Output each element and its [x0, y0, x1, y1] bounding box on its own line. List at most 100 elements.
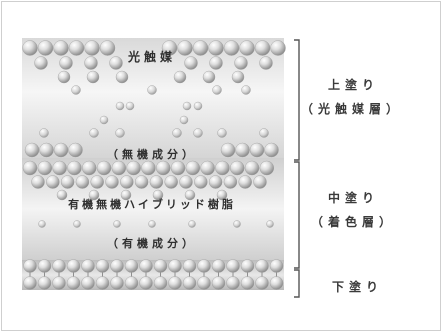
hybrid-particle	[67, 160, 82, 176]
hybrid-particle	[141, 160, 156, 176]
hybrid-particle	[244, 160, 260, 176]
hybrid-particle	[259, 160, 274, 176]
photocatalyst-particle	[217, 128, 227, 138]
hybrid-particle	[184, 189, 196, 201]
undercoat-particle	[153, 276, 168, 290]
colored-layer-label: （着色層）	[311, 215, 397, 229]
hybrid-particle	[152, 189, 164, 201]
photocatalyst-particle	[241, 85, 251, 95]
organic-component-label: （有機成分）	[107, 236, 197, 250]
photocatalyst-particle	[202, 70, 216, 84]
hybrid-particle	[233, 220, 241, 228]
photocatalyst-particle	[249, 142, 265, 158]
undercoat-particle	[255, 276, 269, 290]
photocatalyst-particle	[173, 70, 187, 84]
middle-coat-bracket	[294, 161, 300, 269]
photocatalyst-particle	[37, 40, 54, 56]
photocatalyst-particle	[192, 40, 209, 56]
photocatalyst-particle	[71, 85, 81, 95]
photocatalyst-particle	[86, 70, 100, 84]
photocatalyst-particle	[109, 56, 123, 70]
hybrid-particle	[81, 160, 97, 176]
hybrid-particle	[194, 175, 208, 189]
top-coat-label: 上塗り	[328, 78, 380, 92]
middle-coat-label: 中塗り	[328, 191, 380, 205]
undercoat-particle	[182, 259, 197, 273]
photocatalyst-particles	[22, 40, 286, 158]
undercoat-particle	[124, 259, 139, 273]
hybrid-particle	[120, 175, 134, 189]
hybrid-particle	[113, 220, 121, 228]
photocatalyst-particle	[184, 56, 198, 70]
undercoat-particle	[139, 259, 153, 273]
photocatalyst-particle	[239, 40, 255, 56]
photocatalyst-layer-label: （光触媒層）	[301, 102, 404, 116]
hybrid-particle	[223, 175, 238, 189]
photocatalyst-particle	[89, 128, 99, 138]
photocatalyst-particle	[234, 56, 248, 70]
photocatalyst-particle	[39, 128, 49, 138]
photocatalyst-particle	[212, 85, 222, 95]
hybrid-particle	[229, 160, 245, 176]
undercoat-particle	[95, 259, 110, 273]
undercoat-particle	[182, 276, 197, 290]
undercoat-particle	[66, 276, 81, 290]
undercoat-particles	[23, 259, 284, 290]
undercoat-particle	[226, 259, 240, 273]
photocatalyst-particle	[57, 70, 71, 84]
photocatalyst-particle	[39, 142, 54, 158]
undercoat-particle	[23, 276, 37, 290]
photocatalyst-particle	[68, 40, 85, 56]
photocatalyst-particle	[177, 40, 193, 56]
photocatalyst-particle	[125, 101, 135, 111]
undercoat-particle	[211, 276, 226, 290]
undercoat-particle	[52, 276, 66, 290]
undercoat-particle	[226, 276, 240, 290]
undercoat-particle	[240, 259, 255, 273]
undercoat-particle	[197, 259, 211, 273]
photocatalyst-particle	[259, 56, 273, 70]
middle-layer-band	[22, 158, 284, 260]
undercoat-particle	[37, 259, 52, 273]
photocatalyst-particle	[172, 128, 182, 138]
hybrid-particle	[111, 160, 127, 176]
undercoat-particle	[269, 259, 284, 273]
hybrid-particle	[134, 175, 149, 189]
photocatalyst-particle	[209, 56, 223, 70]
undercoat-particle	[255, 259, 269, 273]
top-coat-bracket	[294, 39, 300, 161]
undercoat-particle	[52, 259, 66, 273]
photocatalyst-particle	[99, 40, 116, 56]
photocatalyst-particle	[115, 70, 129, 84]
photocatalyst-label: 光触媒	[127, 49, 176, 64]
under-coat-bracket	[294, 269, 300, 298]
undercoat-particle	[66, 259, 81, 273]
photocatalyst-particle	[223, 40, 240, 56]
photocatalyst-particle	[24, 142, 40, 158]
undercoat-particle	[23, 259, 37, 273]
hybrid-particle	[52, 160, 67, 176]
hybrid-particle	[60, 175, 75, 189]
photocatalyst-particle	[115, 101, 125, 111]
photocatalyst-particle	[193, 128, 203, 138]
hybrid-particle	[38, 220, 46, 228]
undercoat-particle	[240, 276, 255, 290]
photocatalyst-particle	[270, 40, 286, 56]
undercoat-particle	[269, 276, 284, 290]
hybrid-particle	[216, 189, 228, 201]
photocatalyst-particle	[68, 142, 83, 158]
bottom-layer-band	[22, 260, 284, 290]
undercoat-particle	[153, 259, 168, 273]
hybrid-resin-label: 有機無機ハイブリッド樹脂	[68, 197, 236, 211]
undercoat-particle	[81, 259, 95, 273]
hybrid-particle	[56, 189, 68, 201]
photocatalyst-particle	[161, 40, 178, 56]
photocatalyst-particle	[231, 70, 245, 84]
photocatalyst-particle	[99, 115, 109, 125]
undercoat-particle	[81, 276, 95, 290]
under-coat-label: 下塗り	[332, 280, 384, 294]
undercoat-particle	[110, 259, 124, 273]
undercoat-particle	[124, 276, 139, 290]
